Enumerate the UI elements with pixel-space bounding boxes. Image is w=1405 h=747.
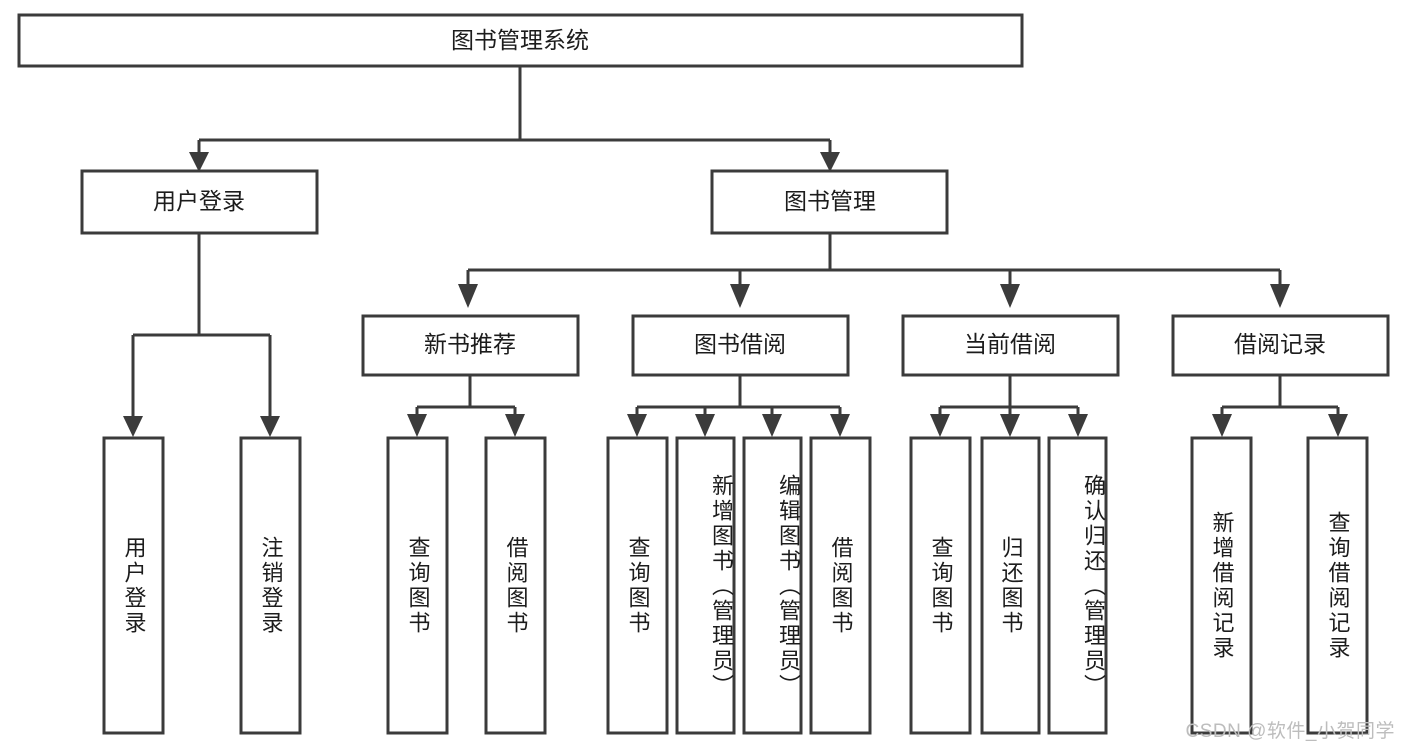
node-book-manage-label: 图书管理 [784,188,876,214]
node-leaf-query-book-3[interactable] [909,436,972,735]
node-leaf-logout-login[interactable] [239,436,302,735]
node-leaf-confirm-return[interactable] [1047,436,1108,735]
node-current-borrow-label: 当前借阅 [964,331,1056,357]
connector-root-to-level2 [189,66,840,172]
node-leaf-borrow-book-2[interactable] [809,436,872,735]
node-leaf-return-book[interactable] [980,436,1041,735]
node-current-borrow[interactable] [901,314,1120,377]
node-leaf-borrow-book-1[interactable] [484,436,547,735]
csdn-watermark: CSDN @软件_小贺同学 [1185,721,1395,742]
connector-currentborrow-to-leaves [930,375,1088,437]
node-leaf-user-login[interactable] [102,436,165,735]
node-leaf-add-record[interactable] [1190,436,1253,735]
connector-bookborrow-to-leaves [627,375,850,437]
connector-bookmanage-to-level3 [458,233,1290,308]
node-root-label: 图书管理系统 [451,27,589,53]
node-leaf-add-book[interactable] [675,436,736,735]
connector-userlogin-to-leaves [123,233,280,437]
node-user-login-label: 用户登录 [153,188,245,214]
node-leaf-edit-book[interactable] [742,436,803,735]
node-leaf-query-record[interactable] [1306,436,1369,735]
node-borrow-record[interactable] [1171,314,1390,377]
connector-newbook-to-leaves [407,375,525,437]
node-user-login[interactable] [80,169,319,235]
node-book-manage[interactable] [710,169,949,235]
connector-borrowrecord-to-leaves [1212,375,1348,437]
node-borrow-record-label: 借阅记录 [1234,331,1326,357]
node-leaf-query-book-1[interactable] [386,436,449,735]
node-book-borrow[interactable] [631,314,850,377]
node-book-borrow-label: 图书借阅 [694,331,786,357]
node-new-book-recommend[interactable] [361,314,580,377]
node-leaf-query-book-2[interactable] [606,436,669,735]
node-root[interactable] [17,13,1024,68]
node-new-book-recommend-label: 新书推荐 [424,331,516,357]
